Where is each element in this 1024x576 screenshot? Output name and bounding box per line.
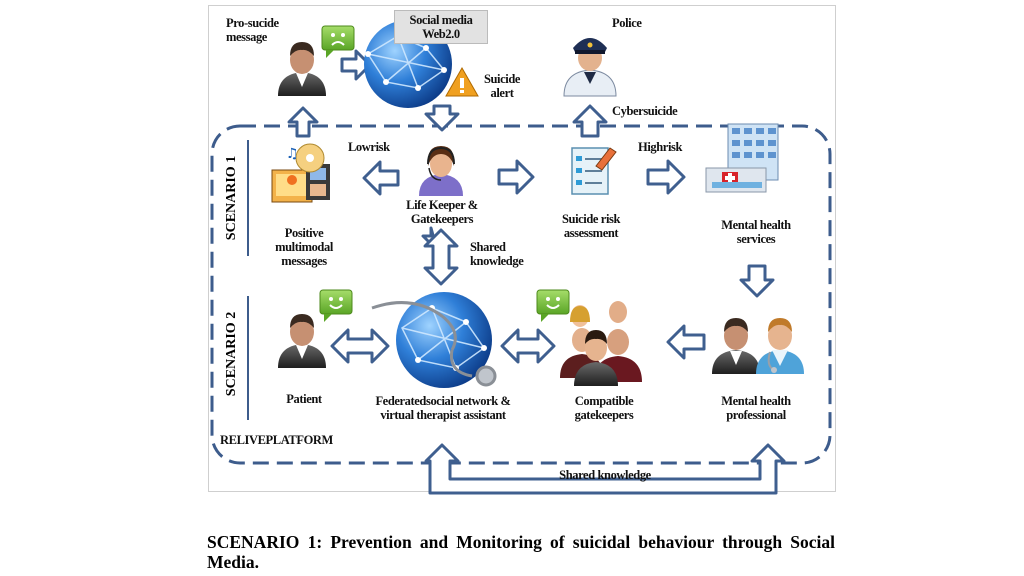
label-shared-knowledge-bottom: Shared knowledge bbox=[559, 468, 651, 482]
label-low-risk: Lowrisk bbox=[348, 140, 390, 154]
label-cybersuicide: Cybersuicide bbox=[612, 104, 678, 118]
platform-border bbox=[210, 124, 832, 465]
arrow-keeper-to-positive bbox=[362, 160, 400, 196]
arrow-social-to-keeper bbox=[424, 104, 460, 132]
arrow-professional-to-compatible bbox=[666, 324, 706, 360]
label-high-risk: Highrisk bbox=[638, 140, 683, 154]
label-federated: Federatedsocial network &virtual therapi… bbox=[375, 394, 511, 422]
arrow-assessment-to-services bbox=[646, 159, 686, 195]
label-scenario-2: SCENARIO 2 bbox=[224, 311, 239, 397]
arrow-up-to-police bbox=[572, 104, 608, 138]
group-icon bbox=[560, 301, 642, 386]
person-icon bbox=[712, 318, 760, 374]
smiley-icon bbox=[536, 289, 570, 322]
stethoscope-icon bbox=[371, 301, 497, 387]
smiley-icon bbox=[319, 289, 353, 322]
person-icon bbox=[278, 314, 326, 368]
arrow-federated-compatible bbox=[500, 328, 556, 364]
checklist-icon bbox=[571, 147, 617, 195]
label-police: Police bbox=[612, 16, 642, 30]
label-scenario-1: SCENARIO 1 bbox=[224, 155, 239, 241]
arrow-shared-knowledge-bottom bbox=[424, 443, 786, 495]
figure-caption: SCENARIO 1: Prevention and Monitoring of… bbox=[207, 532, 835, 572]
hospital-icon bbox=[705, 123, 779, 193]
police-icon bbox=[563, 38, 617, 97]
person-icon bbox=[278, 42, 326, 96]
label-life-keeper: Life Keeper &Gatekeepers bbox=[406, 198, 478, 226]
arrow-keeper-to-assessment bbox=[497, 159, 535, 195]
doctor-icon bbox=[756, 318, 804, 374]
svg-text:♫: ♫ bbox=[286, 146, 299, 162]
sad-face-icon bbox=[321, 25, 355, 58]
label-patient: Patient bbox=[286, 392, 322, 406]
warning-icon bbox=[445, 66, 479, 97]
headset-icon bbox=[419, 146, 463, 196]
arrow-up-to-prosuicide bbox=[287, 106, 319, 138]
arrow-patient-federated bbox=[330, 328, 390, 364]
media-icon: ♫ bbox=[271, 143, 330, 203]
arrow-shared-knowledge-vertical bbox=[423, 228, 459, 286]
arrow-services-to-professional bbox=[739, 264, 775, 298]
arrow-message-to-social bbox=[340, 49, 372, 81]
label-platform: RELIVEPLATFORM bbox=[220, 433, 333, 447]
